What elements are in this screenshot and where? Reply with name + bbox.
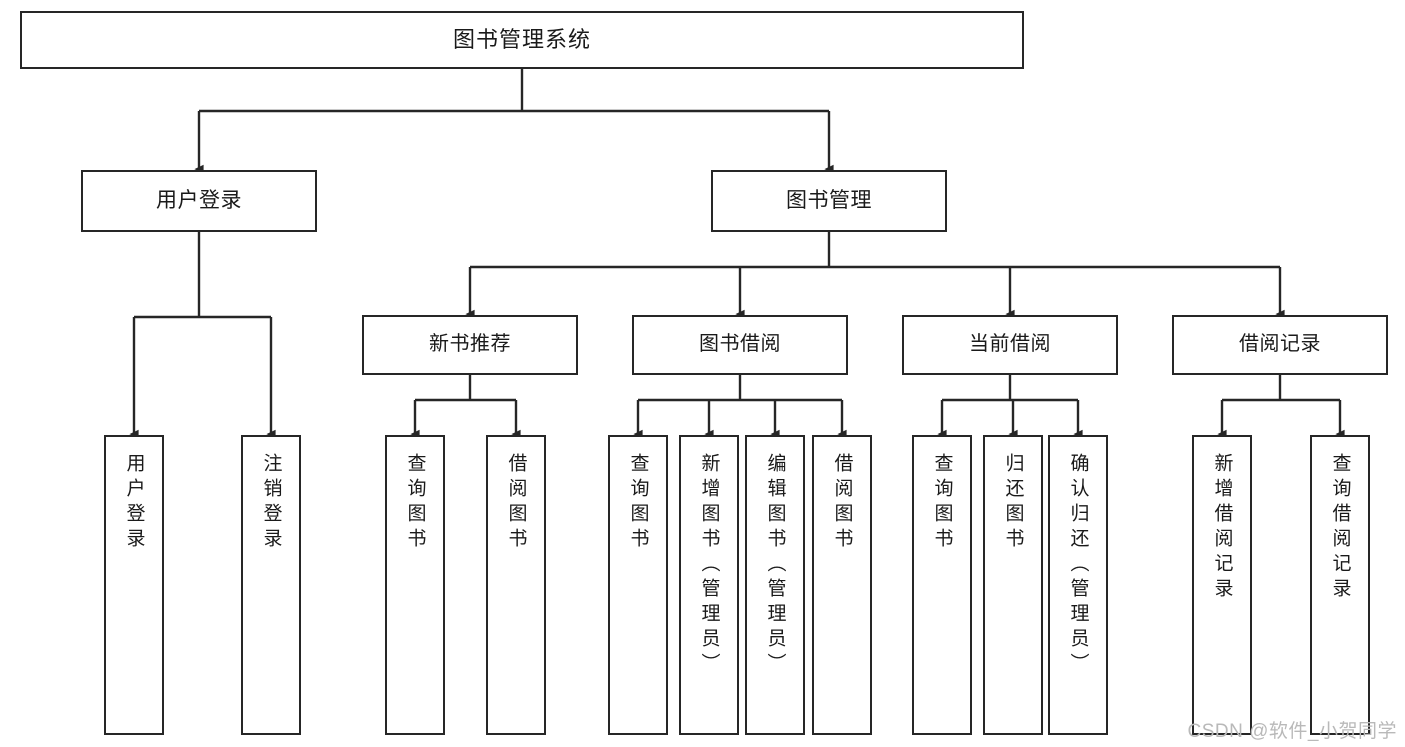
node-current-borrow[interactable]: 当前借阅 xyxy=(902,315,1118,375)
connector-paths xyxy=(129,69,1345,439)
node-label-new-book-rec: 新书推荐 xyxy=(429,333,511,356)
watermark-label: CSDN @软件_小贺同学 xyxy=(1187,721,1397,742)
node-label-root: 图书管理系统 xyxy=(452,27,591,53)
node-label-leaf-bb-edit: 编辑图书（管理员） xyxy=(764,453,786,678)
node-leaf-cb-query[interactable]: 查询图书 xyxy=(912,435,972,735)
node-label-leaf-cb-return: 归还图书 xyxy=(1002,453,1024,553)
node-leaf-cb-confirm[interactable]: 确认归还（管理员） xyxy=(1048,435,1108,735)
node-leaf-rec-borrow[interactable]: 借阅图书 xyxy=(486,435,546,735)
node-book-borrow[interactable]: 图书借阅 xyxy=(632,315,848,375)
node-label-borrow-record: 借阅记录 xyxy=(1239,333,1321,356)
node-label-leaf-rec-borrow: 借阅图书 xyxy=(505,453,527,553)
node-leaf-logout[interactable]: 注销登录 xyxy=(241,435,301,735)
node-user-login[interactable]: 用户登录 xyxy=(81,170,317,232)
node-label-leaf-user-login: 用户登录 xyxy=(123,453,145,553)
node-root[interactable]: 图书管理系统 xyxy=(20,11,1024,69)
node-label-leaf-bb-add: 新增图书（管理员） xyxy=(698,453,720,678)
node-new-book-rec[interactable]: 新书推荐 xyxy=(362,315,578,375)
node-label-leaf-cb-confirm: 确认归还（管理员） xyxy=(1067,453,1089,678)
node-label-book-manage: 图书管理 xyxy=(786,188,872,212)
node-label-leaf-br-add: 新增借阅记录 xyxy=(1211,453,1233,603)
node-book-manage[interactable]: 图书管理 xyxy=(711,170,947,232)
node-leaf-user-login[interactable]: 用户登录 xyxy=(104,435,164,735)
node-leaf-cb-return[interactable]: 归还图书 xyxy=(983,435,1043,735)
node-leaf-bb-edit[interactable]: 编辑图书（管理员） xyxy=(745,435,805,735)
node-leaf-br-add[interactable]: 新增借阅记录 xyxy=(1192,435,1252,735)
node-label-leaf-bb-query: 查询图书 xyxy=(627,453,649,553)
node-label-leaf-bb-borrow: 借阅图书 xyxy=(831,453,853,553)
node-leaf-bb-borrow[interactable]: 借阅图书 xyxy=(812,435,872,735)
node-label-book-borrow: 图书借阅 xyxy=(699,333,781,356)
node-leaf-br-query[interactable]: 查询借阅记录 xyxy=(1310,435,1370,735)
node-label-leaf-logout: 注销登录 xyxy=(260,453,282,553)
node-borrow-record[interactable]: 借阅记录 xyxy=(1172,315,1388,375)
node-label-leaf-rec-query: 查询图书 xyxy=(404,453,426,553)
node-label-leaf-cb-query: 查询图书 xyxy=(931,453,953,553)
node-leaf-bb-add[interactable]: 新增图书（管理员） xyxy=(679,435,739,735)
node-leaf-rec-query[interactable]: 查询图书 xyxy=(385,435,445,735)
node-label-leaf-br-query: 查询借阅记录 xyxy=(1329,453,1351,603)
node-leaf-bb-query[interactable]: 查询图书 xyxy=(608,435,668,735)
node-label-current-borrow: 当前借阅 xyxy=(969,333,1051,356)
node-label-user-login: 用户登录 xyxy=(156,188,242,212)
